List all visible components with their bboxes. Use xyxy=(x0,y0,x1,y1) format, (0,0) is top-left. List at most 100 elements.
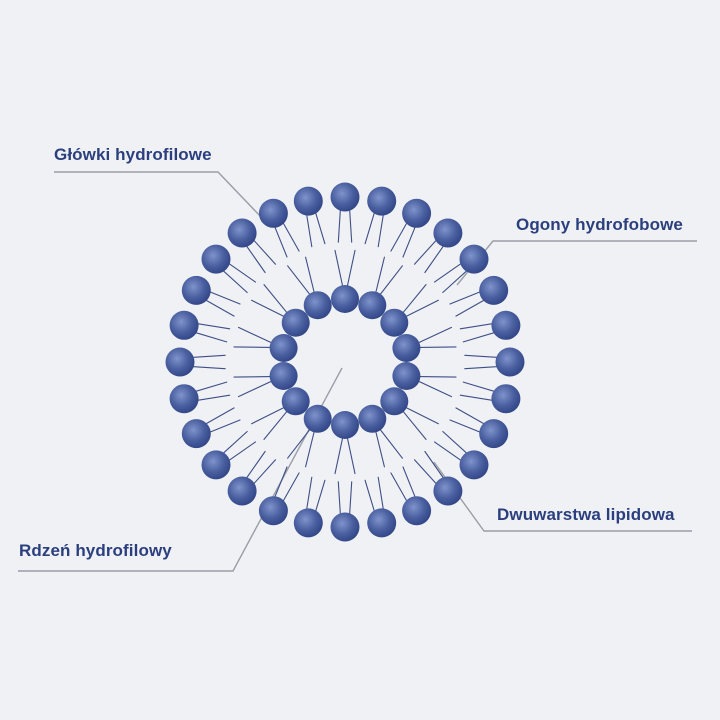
outer-lipid-head xyxy=(402,198,432,228)
inner-lipid-tail xyxy=(263,410,288,440)
inner-lipid-head xyxy=(380,308,409,337)
outer-lipid-head xyxy=(433,476,463,506)
inner-lipid-tail xyxy=(233,376,271,378)
outer-lipid-tail xyxy=(195,381,228,392)
outer-lipid-head xyxy=(181,419,211,449)
outer-lipid-tail xyxy=(253,240,277,265)
hydrophobic-tails xyxy=(193,210,497,514)
inner-lipid-head xyxy=(269,334,298,362)
inner-lipid-head xyxy=(358,404,387,433)
outer-lipid-head xyxy=(258,496,288,526)
inner-lipid-tail xyxy=(346,249,356,287)
outer-lipid-tail xyxy=(390,472,408,502)
inner-lipid-head xyxy=(331,411,359,439)
outer-lipid-tail xyxy=(402,466,416,497)
outer-lipid-tail xyxy=(246,450,266,479)
inner-lipid-tail xyxy=(402,410,427,440)
outer-lipid-tail xyxy=(197,394,231,401)
inner-lipid-head xyxy=(380,387,409,416)
outer-lipid-head xyxy=(479,419,509,449)
outer-lipid-tail xyxy=(223,270,248,294)
outer-lipid-tail xyxy=(390,222,408,252)
outer-lipid-tail xyxy=(413,240,437,265)
outer-lipid-tail xyxy=(282,472,300,502)
outer-lipid-tail xyxy=(424,245,444,274)
outer-lipid-tail xyxy=(210,291,241,305)
outer-lipid-tail xyxy=(205,299,235,317)
outer-lipid-tail xyxy=(442,270,467,294)
outer-lipid-head xyxy=(169,384,199,414)
label-hydrophilic-core: Rdzeń hydrofilowy xyxy=(19,541,172,560)
outer-lipid-tail xyxy=(377,214,384,248)
outer-lipid-tail xyxy=(455,407,485,425)
outer-lipid-head xyxy=(479,275,509,305)
outer-lipid-head xyxy=(367,508,397,538)
outer-lipid-head xyxy=(495,347,525,377)
outer-lipid-tail xyxy=(364,479,375,512)
inner-lipid-tail xyxy=(287,265,311,296)
outer-lipid-head xyxy=(227,218,257,248)
outer-lipid-tail xyxy=(464,366,497,370)
inner-lipid-tail xyxy=(237,380,273,398)
hydrophilic-heads xyxy=(165,182,525,542)
outer-lipid-head xyxy=(258,198,288,228)
outer-lipid-tail xyxy=(315,479,326,512)
outer-lipid-tail xyxy=(205,407,235,425)
leader-line-heads xyxy=(54,171,263,219)
inner-lipid-tail xyxy=(405,299,439,318)
outer-lipid-tail xyxy=(402,227,416,258)
inner-lipid-tail xyxy=(263,284,288,314)
outer-lipid-tail xyxy=(197,323,231,330)
outer-lipid-head xyxy=(169,310,199,340)
inner-lipid-head xyxy=(392,334,421,362)
outer-lipid-head xyxy=(201,244,231,274)
inner-lipid-head xyxy=(281,387,310,416)
inner-lipid-tail xyxy=(379,428,403,459)
outer-lipid-head xyxy=(433,218,463,248)
outer-lipid-tail xyxy=(449,419,480,433)
outer-lipid-tail xyxy=(433,263,462,283)
outer-lipid-tail xyxy=(195,332,228,343)
inner-lipid-tail xyxy=(346,437,356,475)
outer-lipid-tail xyxy=(364,212,375,245)
label-lipid-bilayer: Dwuwarstwa lipidowa xyxy=(497,505,675,524)
inner-lipid-tail xyxy=(417,326,453,344)
outer-lipid-tail xyxy=(337,481,341,514)
outer-lipid-head xyxy=(330,512,360,542)
inner-lipid-tail xyxy=(287,428,311,459)
outer-lipid-tail xyxy=(337,210,341,243)
inner-lipid-tail xyxy=(419,346,457,348)
inner-lipid-tail xyxy=(305,256,315,294)
inner-lipid-head xyxy=(303,404,332,433)
inner-lipid-tail xyxy=(402,284,427,314)
outer-lipid-head xyxy=(330,182,360,212)
outer-lipid-tail xyxy=(315,212,326,245)
outer-lipid-tail xyxy=(193,366,226,370)
outer-lipid-tail xyxy=(282,222,300,252)
outer-lipid-head xyxy=(165,347,195,377)
outer-lipid-head xyxy=(367,186,397,216)
outer-lipid-tail xyxy=(349,481,353,514)
inner-lipid-tail xyxy=(375,430,385,468)
inner-lipid-head xyxy=(392,362,421,390)
outer-lipid-tail xyxy=(223,430,248,454)
inner-lipid-head xyxy=(331,285,359,313)
inner-lipid-tail xyxy=(419,376,457,378)
label-hydrophobic-tails: Ogony hydrofobowe xyxy=(516,215,683,234)
outer-lipid-head xyxy=(227,476,257,506)
inner-lipid-tail xyxy=(379,265,403,296)
outer-lipid-head xyxy=(293,508,323,538)
inner-lipid-tail xyxy=(334,437,344,475)
outer-lipid-tail xyxy=(274,227,288,258)
inner-lipid-head xyxy=(281,308,310,337)
outer-lipid-tail xyxy=(193,354,226,358)
inner-lipid-tail xyxy=(405,406,439,425)
outer-lipid-tail xyxy=(306,476,313,510)
outer-lipid-tail xyxy=(455,299,485,317)
outer-lipid-tail xyxy=(459,323,493,330)
label-hydrophilic-heads: Główki hydrofilowe xyxy=(54,145,212,164)
outer-lipid-tail xyxy=(349,210,353,243)
inner-lipid-head xyxy=(358,291,387,320)
